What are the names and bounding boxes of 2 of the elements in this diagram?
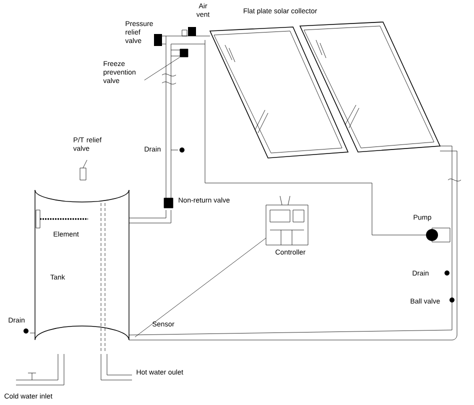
valve-symbol [180, 48, 188, 58]
leader-line [144, 57, 180, 80]
